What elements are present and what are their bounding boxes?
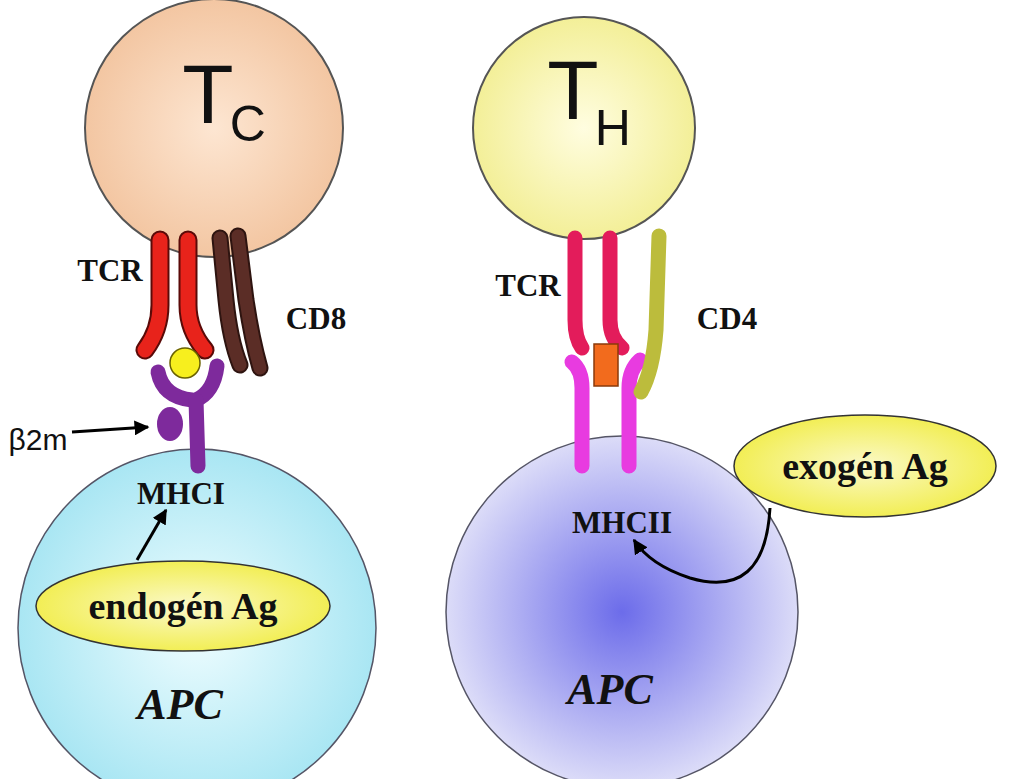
antigen-label: endogén Ag bbox=[89, 587, 278, 625]
mhc-label: MHCI bbox=[137, 478, 225, 509]
cell-subscript: H bbox=[595, 103, 631, 153]
receptor-label: TCR bbox=[77, 255, 142, 286]
tc-cell: TC bbox=[84, 0, 344, 258]
receptor-label: CD8 bbox=[286, 303, 346, 334]
receptor-label: TCR bbox=[495, 270, 560, 301]
th-cell: TH bbox=[472, 16, 696, 240]
cell-letter: T bbox=[547, 48, 598, 132]
receptor-label: CD4 bbox=[697, 303, 757, 334]
mhc-label: MHCII bbox=[572, 507, 672, 538]
apc-label: APC bbox=[137, 683, 223, 727]
cell-subscript: C bbox=[230, 99, 266, 149]
antigen-label: exogén Ag bbox=[782, 447, 948, 485]
cell-letter: T bbox=[182, 52, 233, 136]
antigen-ellipse: exogén Ag bbox=[733, 414, 997, 518]
apc-label: APC bbox=[567, 668, 653, 712]
antigen-ellipse: endogén Ag bbox=[35, 560, 331, 652]
molecule-label: β2m bbox=[9, 425, 68, 455]
